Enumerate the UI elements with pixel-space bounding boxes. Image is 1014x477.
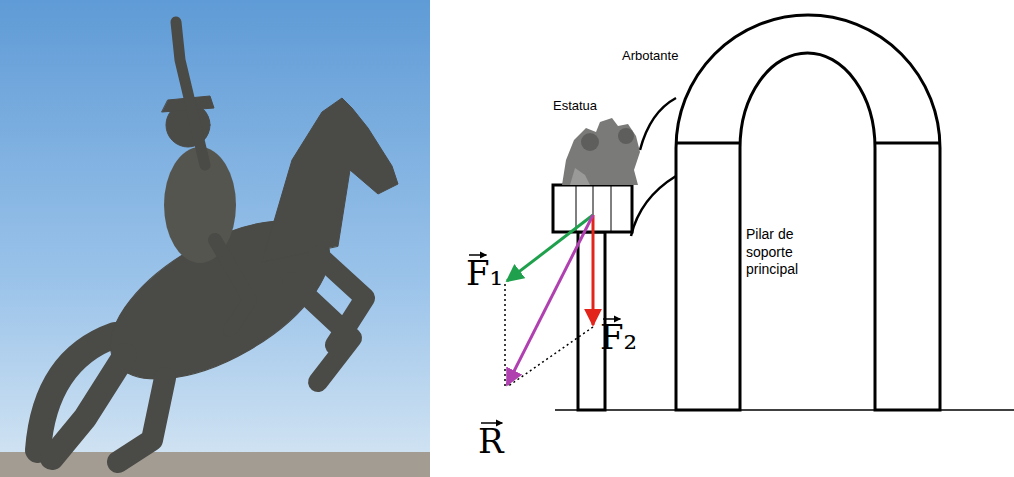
vector-label: F₂	[600, 316, 637, 359]
force-vectors	[505, 215, 593, 387]
flying-buttress	[631, 98, 676, 236]
part-label: Estatua	[553, 98, 597, 114]
statue-figure	[562, 118, 640, 185]
part-label: Pilar de soporte principal	[746, 226, 842, 279]
statue-photo	[0, 0, 430, 477]
part-label: Arbotante	[622, 48, 678, 64]
arch	[676, 15, 940, 410]
vector-label: F₁	[466, 252, 503, 295]
vector-label: R	[478, 420, 504, 463]
ground-line	[555, 409, 1014, 411]
